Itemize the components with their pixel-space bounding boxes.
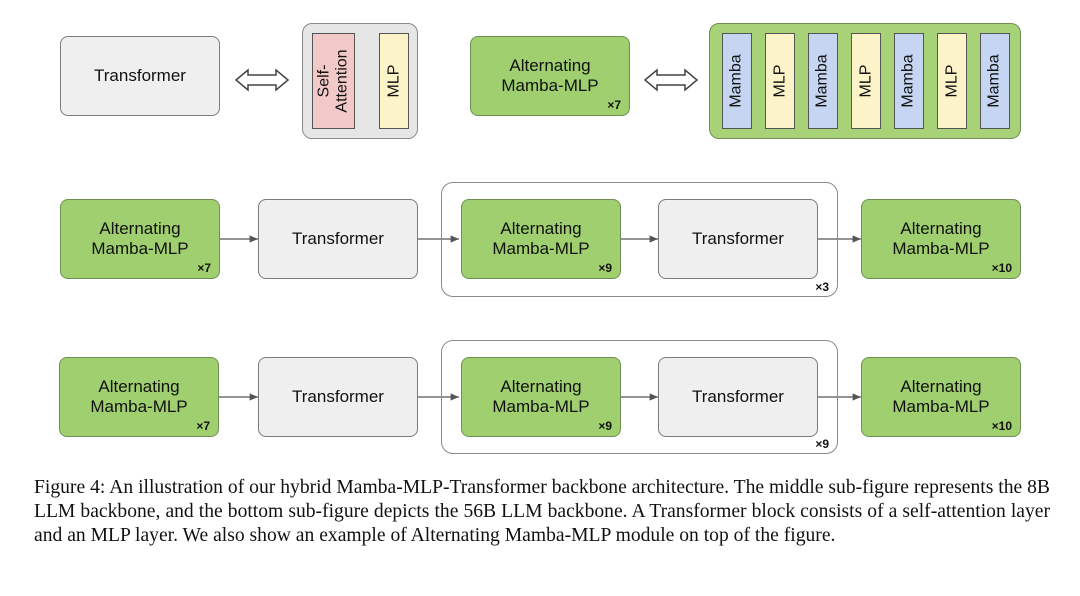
- strip-label: Mamba: [900, 54, 918, 108]
- alternating-mamba-mlp-block: Alternating Mamba-MLP ×7: [470, 36, 630, 116]
- self-attention-strip: Self- Attention: [312, 33, 355, 129]
- group-repeat-count: ×3: [815, 280, 829, 294]
- block-label: Alternating Mamba-MLP: [492, 377, 590, 416]
- strip-label: Mamba: [728, 54, 746, 108]
- transformer-block: Transformer: [258, 199, 418, 279]
- block-label: Alternating Mamba-MLP: [892, 377, 990, 416]
- block-label: Alternating Mamba-MLP: [90, 377, 188, 416]
- group-repeat-count: ×9: [815, 437, 829, 451]
- mamba-strip: Mamba: [980, 33, 1010, 129]
- strip-label: MLP: [943, 64, 960, 98]
- repeat-count: ×7: [607, 98, 621, 112]
- strip-label: Self- Attention: [315, 49, 351, 113]
- strip-label: Mamba: [986, 54, 1004, 108]
- block-label: Alternating Mamba-MLP: [492, 219, 590, 258]
- mamba-strip: Mamba: [894, 33, 924, 129]
- repeat-group: ×3: [441, 182, 838, 297]
- repeat-count: ×10: [991, 261, 1012, 275]
- strip-label: MLP: [385, 64, 402, 98]
- mlp-strip: MLP: [851, 33, 881, 129]
- block-label: Alternating Mamba-MLP: [91, 219, 189, 258]
- repeat-count: ×7: [197, 261, 211, 275]
- mamba-strip: Mamba: [722, 33, 752, 129]
- alternating-mamba-mlp-block: Alternating Mamba-MLP ×7: [59, 357, 219, 437]
- mlp-strip: MLP: [937, 33, 967, 129]
- transformer-block: Transformer: [258, 357, 418, 437]
- repeat-count: ×9: [598, 419, 612, 433]
- block-label: Alternating Mamba-MLP: [501, 56, 599, 95]
- repeat-count: ×7: [196, 419, 210, 433]
- mlp-strip: MLP: [765, 33, 795, 129]
- alternating-mamba-mlp-block: Alternating Mamba-MLP ×10: [861, 357, 1021, 437]
- repeat-count: ×10: [991, 419, 1012, 433]
- transformer-detail-container: Self- Attention MLP: [302, 23, 418, 139]
- figure-caption: Figure 4: An illustration of our hybrid …: [34, 477, 1050, 546]
- transformer-block: Transformer: [658, 357, 818, 437]
- repeat-group: ×9: [441, 340, 838, 454]
- block-label: Alternating Mamba-MLP: [892, 219, 990, 258]
- strip-label: MLP: [771, 64, 788, 98]
- block-label: Transformer: [292, 229, 384, 248]
- block-label: Transformer: [692, 387, 784, 406]
- alternating-mamba-mlp-block: Alternating Mamba-MLP ×9: [461, 199, 621, 279]
- double-arrow-icon: [643, 68, 699, 92]
- repeat-count: ×9: [598, 261, 612, 275]
- mamba-strip: Mamba: [808, 33, 838, 129]
- strip-label: MLP: [857, 64, 874, 98]
- alternating-mamba-mlp-block: Alternating Mamba-MLP ×10: [861, 199, 1021, 279]
- transformer-block: Transformer: [60, 36, 220, 116]
- alternating-detail-container: Mamba MLP Mamba MLP Mamba MLP Mamba: [709, 23, 1021, 139]
- block-label: Transformer: [692, 229, 784, 248]
- block-label: Transformer: [292, 387, 384, 406]
- alternating-mamba-mlp-block: Alternating Mamba-MLP ×7: [60, 199, 220, 279]
- alternating-mamba-mlp-block: Alternating Mamba-MLP ×9: [461, 357, 621, 437]
- double-arrow-icon: [234, 68, 290, 92]
- block-label: Transformer: [94, 66, 186, 85]
- strip-label: Mamba: [814, 54, 832, 108]
- transformer-block: Transformer: [658, 199, 818, 279]
- mlp-strip: MLP: [379, 33, 409, 129]
